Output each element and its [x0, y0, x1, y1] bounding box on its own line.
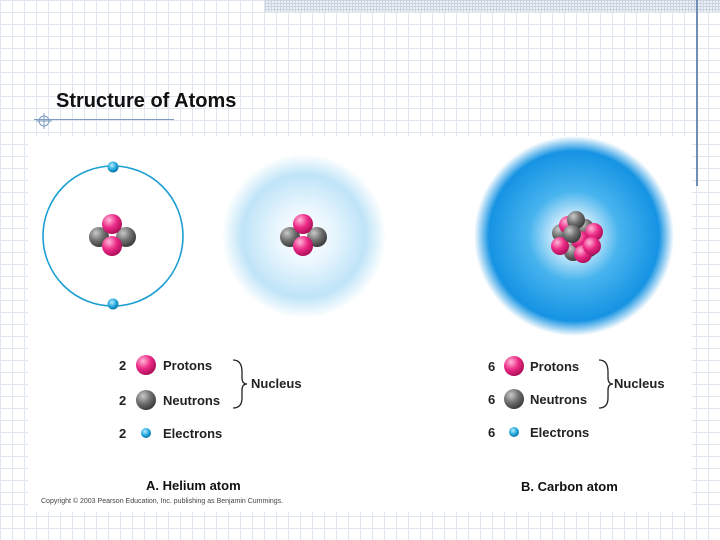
nucleus-brace — [598, 359, 614, 409]
carbon-cloud-model — [474, 136, 674, 336]
helium-electron-count: 2 — [119, 426, 127, 441]
helium-cloud-nucleus — [280, 214, 327, 256]
electron-cloud — [222, 154, 386, 318]
nucleus-brace — [232, 359, 248, 409]
header-band — [265, 0, 720, 12]
helium-electron-label: Electrons — [163, 426, 223, 441]
proton-symbol — [136, 355, 156, 375]
orbit-ring — [42, 165, 184, 307]
carbon-nucleus — [551, 211, 603, 263]
carbon-caption: B. Carbon atom — [521, 479, 618, 494]
carbon-electron-label: Electrons — [530, 425, 590, 440]
carbon-neutron-count: 6 — [488, 392, 496, 407]
page-title: Structure of Atoms — [56, 90, 237, 112]
helium-neutron-label: Neutrons — [163, 393, 221, 408]
helium-legend-symbols — [136, 355, 248, 438]
electron-symbol — [141, 428, 151, 438]
helium-orbit-model — [42, 161, 184, 310]
carbon-neutron-label: Neutrons — [530, 392, 588, 407]
helium-proton-count: 2 — [119, 358, 127, 373]
copyright-notice: Copyright © 2003 Pearson Education, Inc.… — [41, 498, 284, 505]
electron-top — [107, 161, 119, 173]
crosshair-icon — [36, 113, 52, 129]
vertical-rule — [696, 0, 698, 186]
neutron-symbol — [504, 389, 524, 409]
helium-cloud-model — [222, 154, 386, 318]
title-underline — [34, 119, 174, 120]
helium-nucleus-label: Nucleus — [251, 376, 302, 391]
carbon-electron-count: 6 — [488, 425, 496, 440]
helium-nucleus — [89, 214, 136, 256]
electron-symbol — [509, 427, 519, 437]
atom-diagram: 2 Protons 2 Neutrons 2 Electrons Nucleus… — [28, 136, 692, 512]
carbon-legend-symbols — [504, 356, 614, 437]
proton-symbol — [504, 356, 524, 376]
carbon-nucleus-label: Nucleus — [614, 376, 665, 391]
diagram-artwork — [42, 136, 674, 438]
neutron-symbol — [136, 390, 156, 410]
electron-bottom — [107, 298, 119, 310]
helium-neutron-count: 2 — [119, 393, 127, 408]
carbon-proton-count: 6 — [488, 359, 496, 374]
carbon-proton-label: Protons — [530, 359, 580, 374]
helium-proton-label: Protons — [163, 358, 213, 373]
helium-caption: A. Helium atom — [146, 478, 241, 493]
